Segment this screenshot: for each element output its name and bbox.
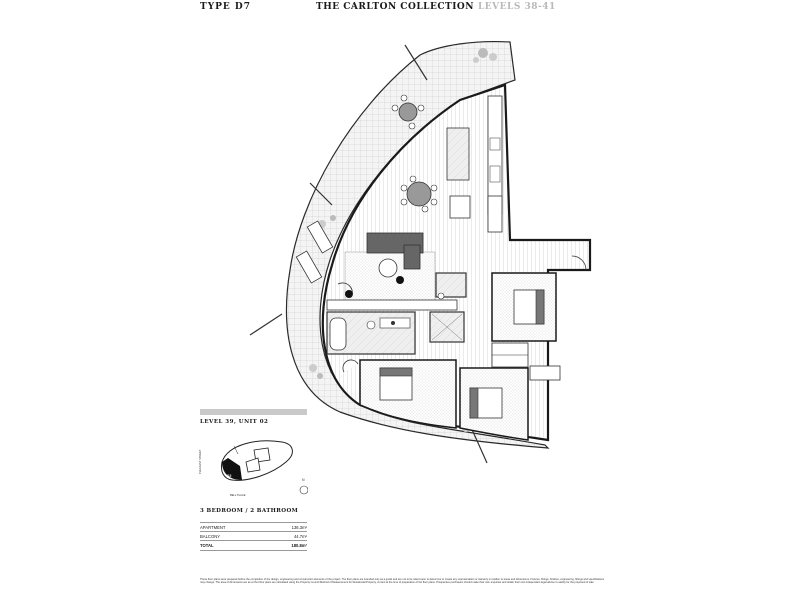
unit-label: LEVEL 39, UNIT 02: [200, 419, 269, 425]
keyplan-street-side: PLEASANT STREET: [198, 449, 202, 474]
disclaimer-text: These floor plans were prepared before t…: [200, 578, 605, 585]
area-row-value: 180.8m²: [266, 540, 307, 551]
key-plan: 02 PLEASANT STREET BELL PLACE N: [198, 440, 308, 497]
plan-type-title: TYPE D7: [200, 2, 251, 12]
area-row-value: 44.7m²: [266, 531, 307, 541]
keyplan-street-bottom: BELL PLACE: [230, 493, 246, 497]
area-row: BALCONY 44.7m²: [200, 531, 307, 541]
area-row-total: TOTAL 180.8m²: [200, 540, 307, 551]
area-row-value: 136.3m²: [266, 521, 307, 532]
apartment-interior: [321, 83, 592, 442]
area-row: APARTMENT 136.3m²: [200, 521, 307, 532]
area-row-label: TOTAL: [200, 540, 267, 551]
bedroom-count-label: 3 BEDROOM / 2 BATHROOM: [200, 508, 299, 514]
area-row-label: APARTMENT: [200, 521, 267, 532]
levels-label: LEVELS 38-41: [477, 2, 556, 12]
keyplan-unit-number: 02: [227, 473, 232, 478]
area-row-label: BALCONY: [200, 531, 267, 541]
north-label: N: [302, 478, 305, 482]
section-divider: [200, 409, 307, 415]
north-arrow-icon: [299, 485, 308, 495]
area-schedule-table: APARTMENT 136.3m² BALCONY 44.7m² TOTAL 1…: [200, 521, 307, 551]
collection-name: THE CARLTON COLLECTION: [316, 2, 474, 12]
